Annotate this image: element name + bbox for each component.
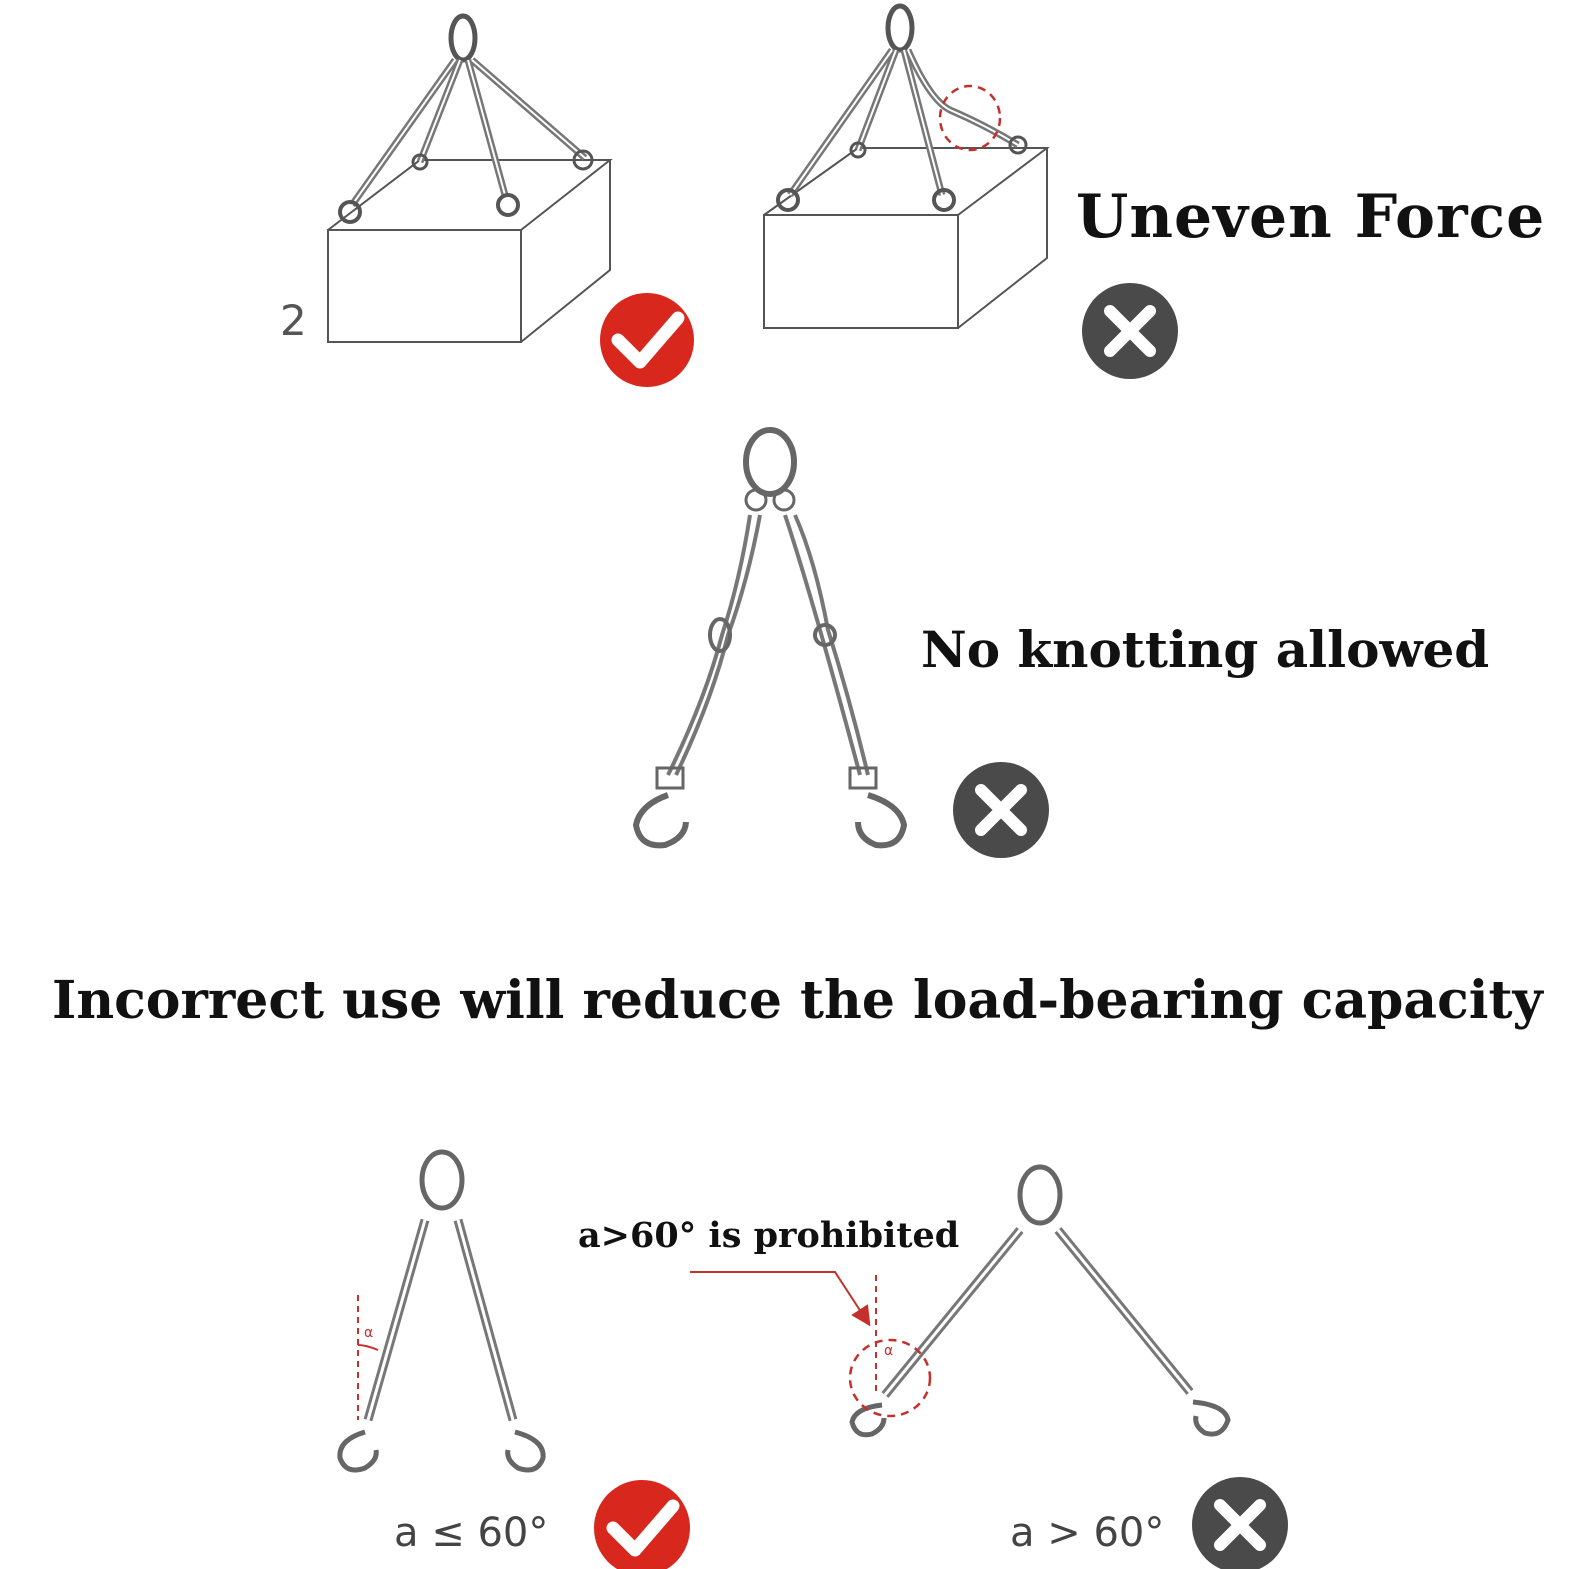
correct-badge <box>594 1480 690 1569</box>
angle-arc <box>357 1344 379 1351</box>
sling-legs-core <box>883 1229 1192 1396</box>
hook-icon <box>496 193 520 217</box>
load-capacity-warning: Incorrect use will reduce the load-beari… <box>52 970 1543 1031</box>
sling-legs <box>666 514 870 776</box>
sling-legs <box>363 1218 518 1422</box>
prohibited-angle-note: a>60° is prohibited <box>578 1215 960 1256</box>
master-link-icon <box>743 427 797 497</box>
cross-icon <box>975 784 1027 836</box>
correct-four-leg-lift <box>327 13 613 343</box>
knot-icon <box>813 623 837 647</box>
knotted-sling <box>632 427 908 849</box>
incorrect-badge <box>1082 283 1178 379</box>
load-box-uneven <box>763 147 1050 329</box>
hook-icon <box>849 141 867 159</box>
incorrect-angle-label: a > 60° <box>1010 1510 1165 1556</box>
hook-icon <box>932 188 956 212</box>
incorrect-badge <box>953 762 1049 858</box>
incorrect-badge <box>1192 1477 1288 1569</box>
hook-icon <box>1192 1399 1231 1437</box>
hook-icon <box>337 1429 379 1473</box>
incorrect-angle-sling: α <box>690 1164 1231 1438</box>
hook-icon <box>849 1402 887 1438</box>
pointer-arrow <box>690 1271 871 1327</box>
hook-icon <box>1008 135 1028 155</box>
hook-icon <box>338 200 362 224</box>
check-icon <box>606 1499 680 1557</box>
sling-legs-core <box>789 49 1019 196</box>
master-link-icon <box>419 1149 465 1211</box>
correct-angle-sling: α <box>337 1149 546 1473</box>
cross-icon <box>1214 1499 1266 1551</box>
sling-legs <box>349 57 588 208</box>
correct-badge <box>600 293 694 387</box>
hook-icon <box>572 149 594 171</box>
uneven-force-lift <box>763 3 1050 329</box>
no-knotting-heading: No knotting allowed <box>921 620 1490 679</box>
master-link-icon <box>1017 1164 1063 1226</box>
master-link-icon <box>448 13 478 63</box>
slack-highlight-circle <box>938 84 1002 152</box>
hook-icon <box>505 1429 546 1473</box>
angle-highlight-circle <box>848 1338 932 1418</box>
uneven-force-heading: Uneven Force <box>1076 182 1546 252</box>
cross-icon <box>1104 305 1156 357</box>
sling-legs-core <box>351 59 586 206</box>
angle-symbol: α <box>884 1343 893 1359</box>
load-box-correct <box>327 159 613 343</box>
check-icon <box>611 311 685 369</box>
figure-number: 2 <box>280 296 307 345</box>
master-link-icon <box>885 3 915 53</box>
knot-icon <box>708 617 732 653</box>
hook-icon <box>632 792 689 849</box>
hook-icon <box>855 792 908 849</box>
angle-symbol: α <box>364 1325 373 1341</box>
hook-icon <box>776 188 800 212</box>
sling-legs-core <box>366 1219 515 1421</box>
hook-icon <box>411 153 429 171</box>
correct-angle-label: a ≤ 60° <box>394 1510 549 1556</box>
